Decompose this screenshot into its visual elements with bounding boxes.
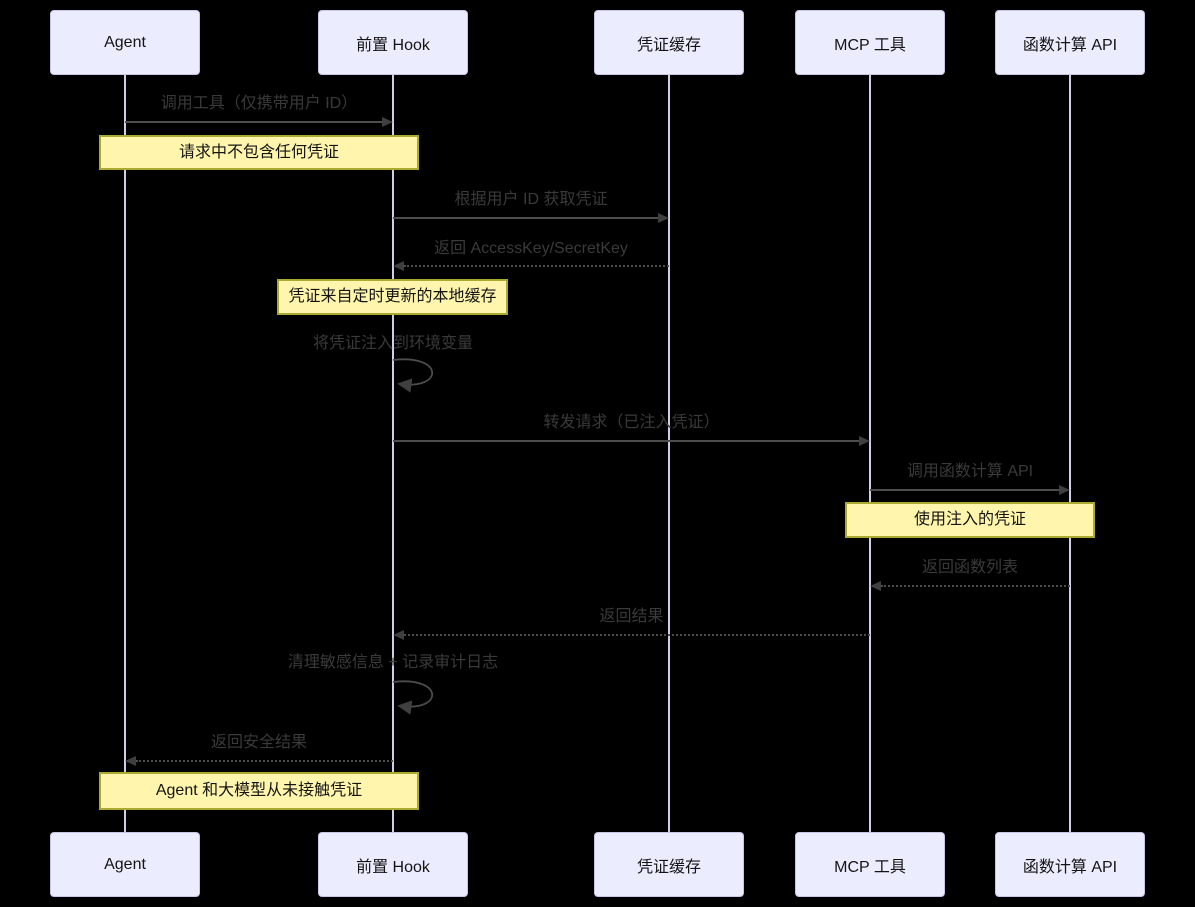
arrow-call-fc-api xyxy=(870,489,1059,491)
arrowhead-return-function-list xyxy=(870,581,881,591)
message-forward-request: 转发请求（已注入凭证） xyxy=(543,414,720,431)
actor-bottom-fc-api: 函数计算 API xyxy=(995,832,1145,897)
arrowhead-forward-request xyxy=(859,436,870,446)
lifeline-fc-api xyxy=(1069,75,1071,832)
actor-bottom-pre-hook: 前置 Hook xyxy=(318,832,468,897)
actor-bottom-credential-cache: 凭证缓存 xyxy=(594,832,744,897)
actor-bottom-mcp-tool: MCP 工具 xyxy=(795,832,945,897)
actor-top-pre-hook: 前置 Hook xyxy=(318,10,468,75)
actor-bottom-agent: Agent xyxy=(50,832,200,897)
arrowhead-call-tool xyxy=(382,117,393,127)
note-use-injected: 使用注入的凭证 xyxy=(845,502,1095,538)
arrowhead-call-fc-api xyxy=(1059,485,1070,495)
note-local-cache: 凭证来自定时更新的本地缓存 xyxy=(277,279,508,315)
self-loop-cleanup-audit xyxy=(392,680,434,715)
lifeline-pre-hook xyxy=(392,75,394,832)
message-return-safe-result: 返回安全结果 xyxy=(210,734,307,751)
self-loop-inject-env xyxy=(392,358,434,393)
arrow-forward-request xyxy=(393,440,859,442)
arrowhead-return-result xyxy=(393,630,404,640)
arrowhead-return-keys xyxy=(393,261,404,271)
actor-top-mcp-tool: MCP 工具 xyxy=(795,10,945,75)
lifeline-agent xyxy=(124,75,126,832)
arrowhead-get-credentials xyxy=(658,213,669,223)
actor-top-fc-api: 函数计算 API xyxy=(995,10,1145,75)
message-inject-env: 将凭证注入到环境变量 xyxy=(312,335,473,352)
note-never-touch-credentials: Agent 和大模型从未接触凭证 xyxy=(99,772,419,810)
message-cleanup-audit: 清理敏感信息 + 记录审计日志 xyxy=(287,654,499,671)
message-call-fc-api: 调用函数计算 API xyxy=(906,463,1034,480)
arrow-return-keys xyxy=(404,265,669,267)
arrowhead-return-safe-result xyxy=(125,756,136,766)
arrow-call-tool xyxy=(125,121,383,123)
actor-top-agent: Agent xyxy=(50,10,200,75)
arrow-return-safe-result xyxy=(136,760,393,762)
arrow-return-result xyxy=(404,634,870,636)
lifeline-credential-cache xyxy=(668,75,670,832)
lifeline-mcp-tool xyxy=(869,75,871,832)
message-return-function-list: 返回函数列表 xyxy=(921,559,1018,576)
message-return-result: 返回结果 xyxy=(599,608,664,625)
arrow-get-credentials xyxy=(393,217,659,219)
message-return-keys: 返回 AccessKey/SecretKey xyxy=(434,240,628,257)
message-call-tool: 调用工具（仅携带用户 ID） xyxy=(160,95,358,112)
message-get-credentials: 根据用户 ID 获取凭证 xyxy=(454,191,608,208)
note-no-credentials: 请求中不包含任何凭证 xyxy=(99,135,419,170)
arrow-return-function-list xyxy=(881,585,1070,587)
actor-top-credential-cache: 凭证缓存 xyxy=(594,10,744,75)
